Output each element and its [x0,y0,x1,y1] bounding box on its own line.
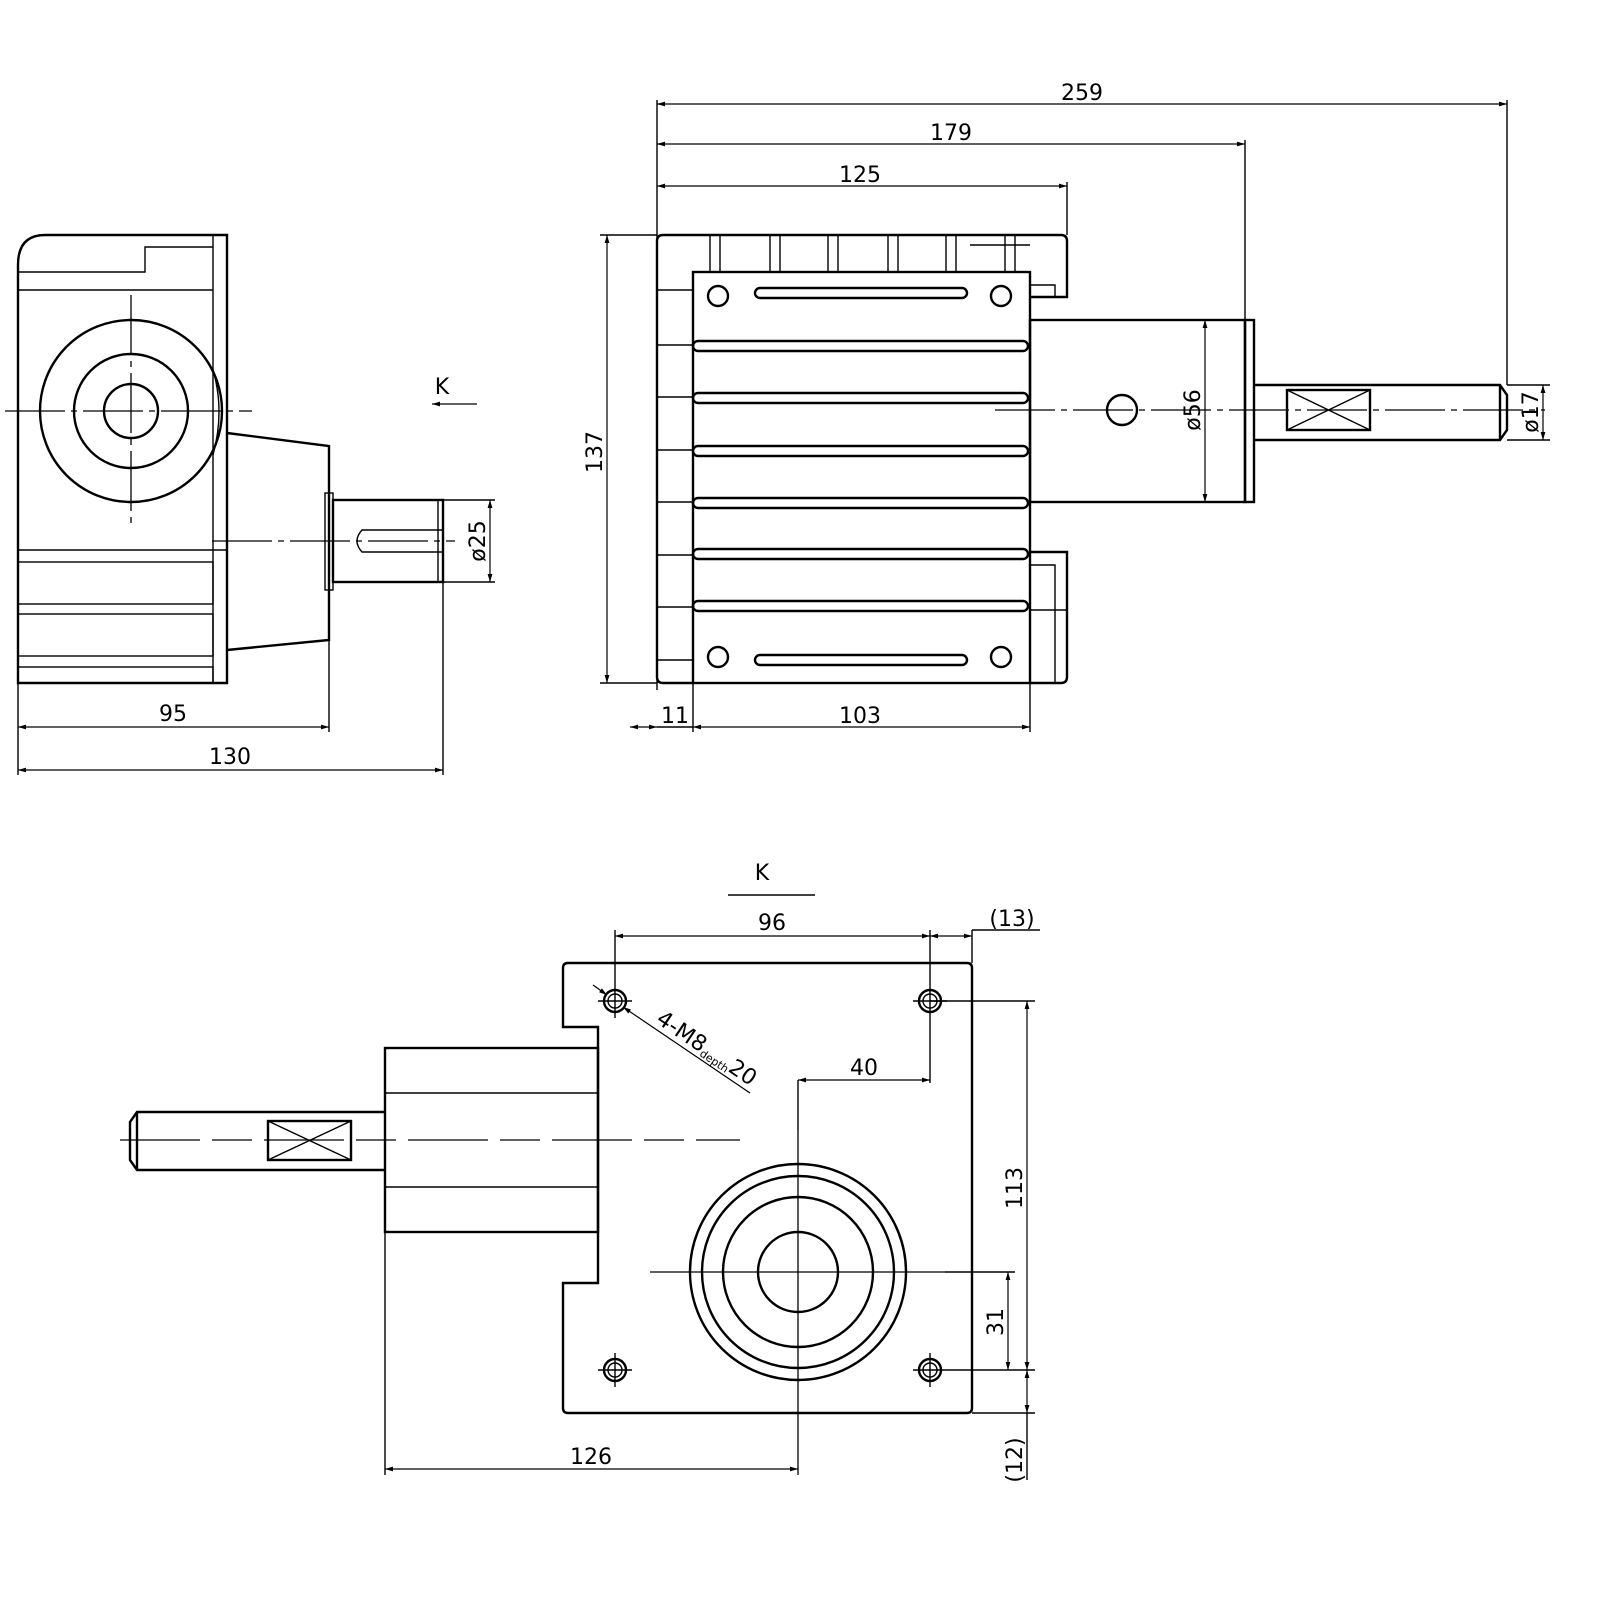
dim-137: 137 [583,431,608,473]
dim-113: 113 [1003,1167,1028,1209]
dim-31: 31 [984,1308,1009,1336]
dim-shaft-dia-17: ø17 [1519,391,1544,432]
bottom-view: K 4-M8depth20 96 (13) 40 113 31 (12) 126 [120,861,1040,1483]
dim-126: 126 [570,1445,612,1470]
dim-95: 95 [159,702,187,727]
dim-13: (13) [989,907,1034,932]
dim-179: 179 [930,121,972,146]
dim-40: 40 [850,1056,878,1081]
dim-125: 125 [839,163,881,188]
view-label-k-bottom: K [755,861,770,886]
dim-flange-dia-56: ø56 [1181,389,1206,430]
mounting-holes [598,930,1035,1387]
dim-103: 103 [839,704,881,729]
front-view: 259 179 125 137 ø56 ø17 11 103 [583,81,1550,732]
dim-12: (12) [1003,1437,1028,1482]
dim-shaft-dia-25: ø25 [466,520,491,561]
side-view: ø25 95 130 K [5,233,495,775]
dim-96: 96 [758,911,786,936]
holes-note: 4-M8depth20 [652,1006,761,1091]
dim-11: 11 [661,704,689,729]
view-label-k: K [435,375,450,400]
dim-130: 130 [209,745,251,770]
dim-259: 259 [1061,81,1103,106]
